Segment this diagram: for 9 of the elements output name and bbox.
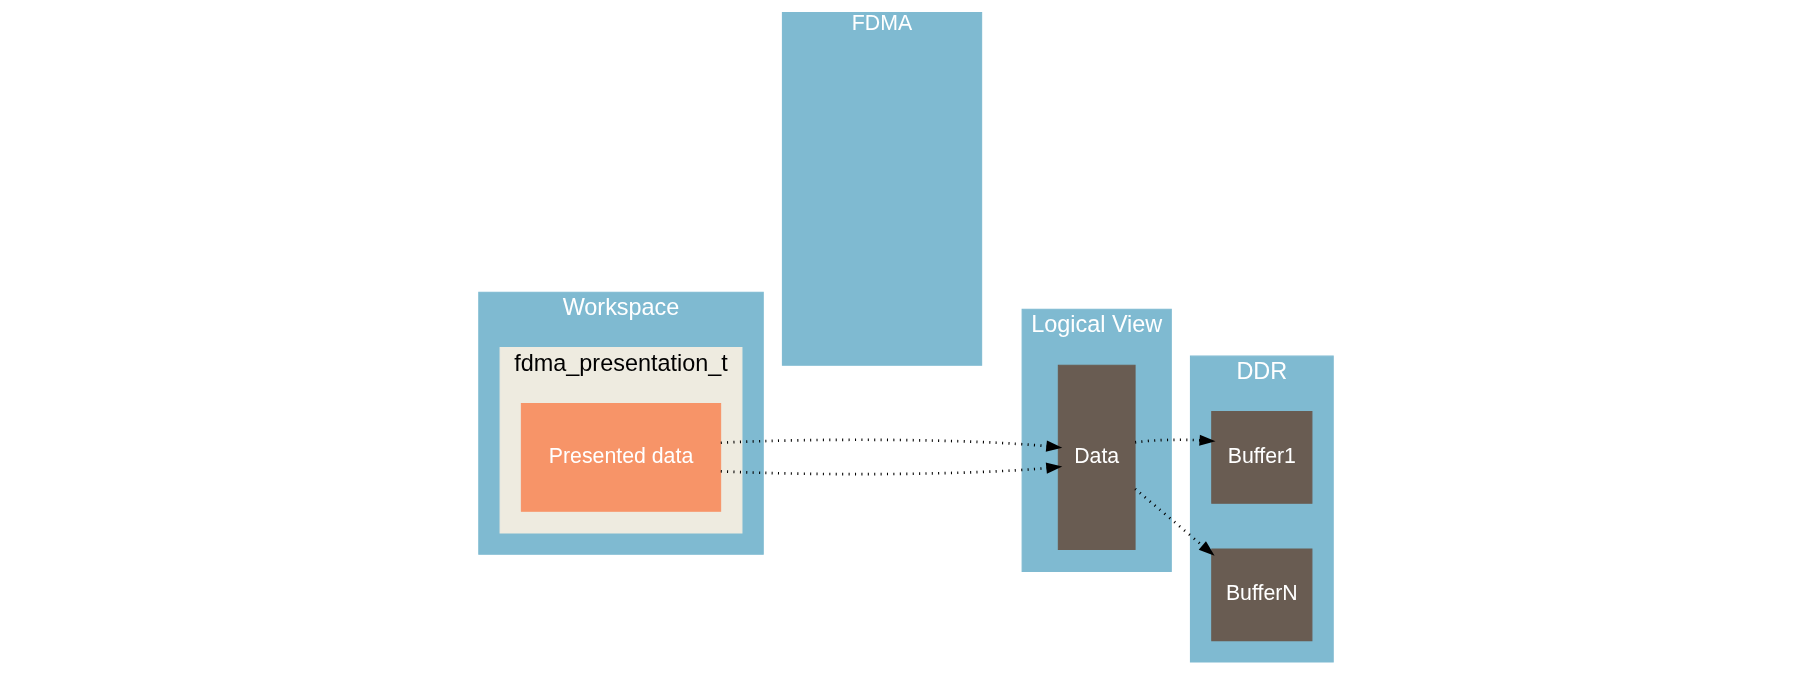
- arrow: [1135, 434, 1216, 446]
- node-box: Data: [1057, 364, 1136, 551]
- node-box: BufferN: [1211, 548, 1313, 642]
- node-box: FDMA: [781, 12, 983, 366]
- node-box: Presented data: [520, 403, 722, 512]
- arrow: [720, 462, 1063, 476]
- arrow: [720, 438, 1063, 452]
- arrow: [1134, 487, 1215, 556]
- node-box: Buffer1: [1211, 411, 1313, 504]
